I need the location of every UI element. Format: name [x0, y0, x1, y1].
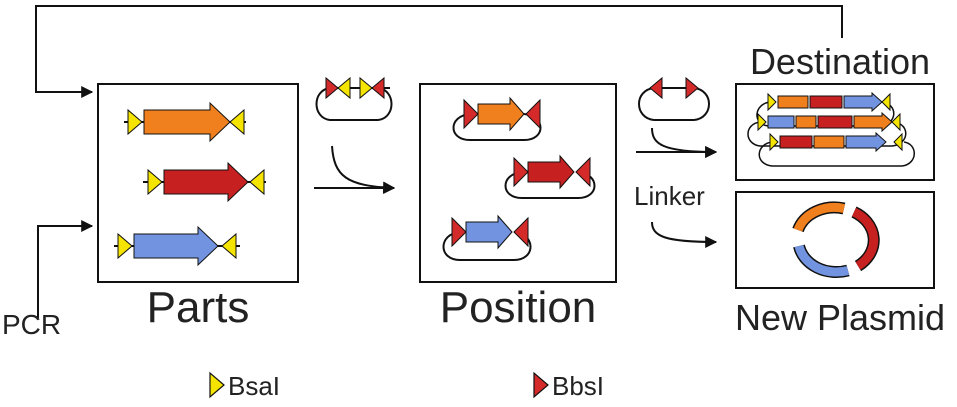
feedback-loop-arrow	[35, 5, 843, 98]
new-plasmid-title: New Plasmid	[735, 297, 945, 338]
legend-bsai-label: BsaI	[228, 371, 280, 401]
position-box	[419, 83, 617, 283]
part-orange	[124, 101, 246, 143]
linker-to-plasmid-arrow	[651, 221, 718, 248]
parts-to-position-arrow	[331, 145, 396, 194]
position-plasmid-orange	[452, 96, 542, 141]
linker-label: Linker	[634, 181, 705, 211]
destination-title: Destination	[750, 41, 930, 82]
bsai-site	[127, 108, 143, 136]
circular-plasmid	[792, 201, 880, 279]
position-title: Position	[440, 283, 597, 332]
parts-title: Parts	[147, 283, 250, 332]
position-vector	[315, 76, 393, 121]
blue-arrow	[133, 225, 219, 267]
part-red	[143, 161, 266, 203]
position-to-destination-arrow	[651, 127, 718, 158]
new-plasmid-box	[735, 191, 935, 289]
orange-arrow	[143, 101, 231, 143]
destination-box	[735, 83, 935, 181]
parts-box	[97, 83, 299, 283]
legend-bsai: BsaI	[209, 371, 280, 401]
position-plasmid-red	[504, 154, 596, 199]
bsai-site	[147, 168, 163, 196]
bsai-site	[229, 108, 245, 136]
bsai-site	[249, 168, 265, 196]
pcr-label: PCR	[2, 309, 61, 340]
bsai-site	[221, 232, 237, 260]
red-arrow	[163, 161, 249, 203]
pcr-input-arrow	[37, 220, 94, 318]
bsai-site	[117, 232, 133, 260]
part-blue	[114, 225, 240, 267]
legend-bbsi-label: BbsI	[552, 371, 604, 401]
destination-plasmids	[747, 91, 915, 167]
destination-vector	[638, 76, 710, 121]
position-plasmid-blue	[442, 214, 532, 261]
legend-bbsi: BbsI	[533, 371, 604, 401]
